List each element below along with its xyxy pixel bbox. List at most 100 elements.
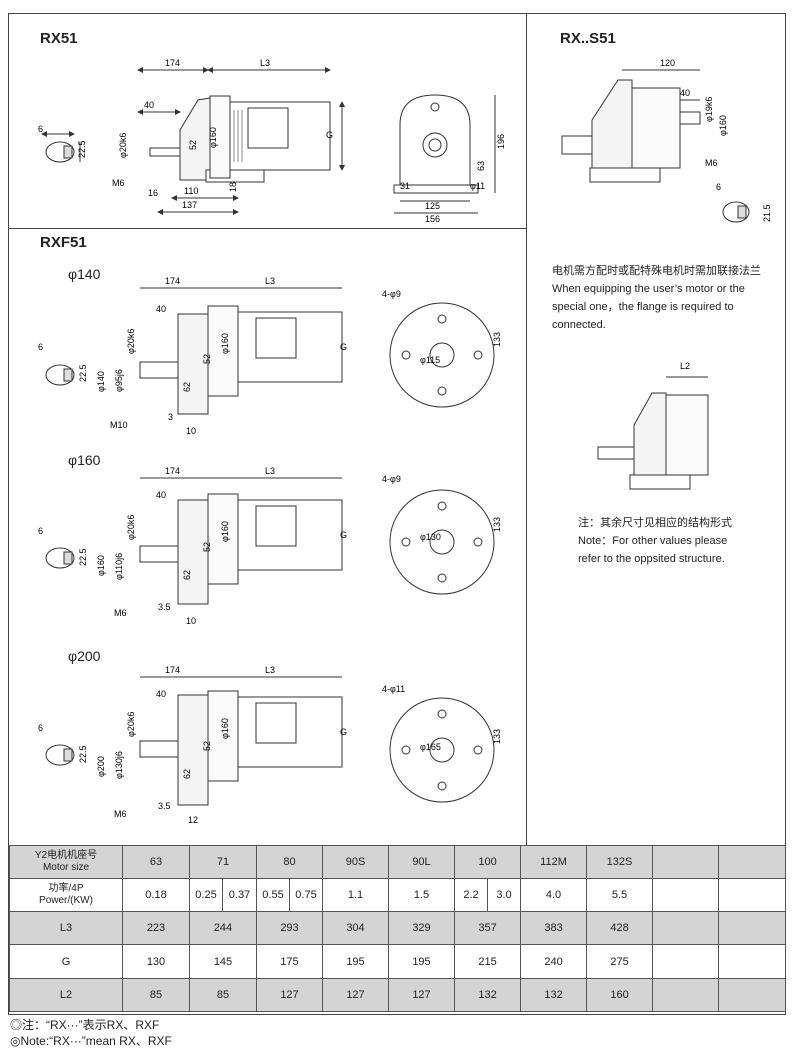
svg-text:174: 174 (165, 665, 180, 675)
svg-text:52: 52 (202, 354, 212, 364)
dim-160: φ160 (208, 127, 218, 148)
svg-text:L3: L3 (265, 665, 275, 675)
svg-text:12: 12 (188, 815, 198, 825)
svg-text:62: 62 (182, 769, 192, 779)
dim-137: 137 (182, 200, 197, 210)
dim-18: 18 (228, 182, 238, 192)
svg-text:133: 133 (492, 729, 502, 744)
dim-40: 40 (680, 88, 690, 98)
flange-size-140: φ140 (68, 266, 101, 282)
svg-text:L3: L3 (265, 466, 275, 476)
svg-text:4-φ11: 4-φ11 (382, 684, 405, 694)
svg-text:133: 133 (492, 332, 502, 347)
dim-110: 110 (184, 186, 198, 196)
svg-text:40: 40 (156, 689, 166, 699)
footnote-en: ◎Note:“RX···”mean RX、RXF (10, 1034, 172, 1048)
svg-text:52: 52 (202, 741, 212, 751)
rxf51-200-front: 6 22.5 174 L3 40 φ20k6 φ200 φ130j6 52 φ1… (38, 665, 347, 825)
svg-text:3: 3 (168, 412, 173, 422)
svg-text:G: G (340, 342, 347, 352)
svg-text:φ20k6: φ20k6 (126, 712, 136, 737)
svg-text:62: 62 (182, 382, 192, 392)
key-height: 21.5 (762, 204, 772, 222)
vertical-divider (526, 13, 527, 845)
dim-L2: L2 (680, 361, 690, 371)
rxf51-140-flange: 4-φ9 133 φ115 (382, 289, 502, 408)
gearbox-housing (179, 97, 211, 181)
svg-text:4-φ9: 4-φ9 (382, 474, 401, 484)
key-height-label: 22.5 (77, 140, 87, 158)
svg-text:40: 40 (156, 490, 166, 500)
svg-text:174: 174 (165, 276, 180, 286)
section-title-rxf51: RXF51 (40, 234, 87, 251)
svg-text:62: 62 (182, 570, 192, 580)
flange-note-cn: 电机需方配时或配特殊电机时需加联接法兰 (552, 265, 761, 277)
svg-text:φ20k6: φ20k6 (126, 329, 136, 354)
svg-text:φ160: φ160 (220, 333, 230, 354)
dim-196: 196 (496, 134, 506, 149)
svg-text:3.5: 3.5 (158, 801, 171, 811)
horizontal-divider-rx51 (8, 228, 527, 229)
dim-shaft: φ20k6 (118, 133, 128, 158)
section-title-rx51: RX51 (40, 30, 78, 47)
svg-text:φ140: φ140 (96, 371, 106, 392)
svg-text:M10: M10 (110, 420, 128, 430)
dim-160: φ160 (718, 115, 728, 136)
svg-text:52: 52 (202, 542, 212, 552)
dim-125: 125 (425, 201, 440, 211)
terminal-box (247, 107, 289, 149)
svg-text:40: 40 (156, 304, 166, 314)
l2-view: L2 (597, 361, 709, 490)
other-note-en-2: refer to the oppsited structure. (578, 553, 725, 565)
svg-text:133: 133 (492, 517, 502, 532)
dim-174: 174 (165, 58, 180, 68)
rx51-front-view: 6 22.5 174 L3 40 φ20k6 52 φ160 G 110 137… (38, 58, 345, 215)
svg-text:φ165: φ165 (420, 742, 441, 752)
svg-text:M6: M6 (114, 809, 127, 819)
thread-M6: M6 (112, 178, 125, 188)
svg-text:φ160: φ160 (96, 555, 106, 576)
output-shaft (149, 147, 181, 157)
flange-size-160: φ160 (68, 452, 101, 468)
thread-M6: M6 (705, 158, 718, 168)
rxs51-view: 120 40 φ19k6 φ160 M6 6 21.5 (561, 58, 772, 223)
svg-text:174: 174 (165, 466, 180, 476)
flange-note-en-3: connected. (552, 319, 606, 331)
svg-text:22.5: 22.5 (78, 364, 88, 382)
other-note-cn: 注：其余尺寸见相应的结构形式 (578, 517, 732, 529)
dim-G: G (326, 130, 333, 140)
dim-31: 31 (400, 181, 410, 191)
svg-text:φ95j6: φ95j6 (114, 369, 124, 392)
flange-note-en-1: When equipping the user’s motor or the (552, 283, 745, 295)
svg-text:φ130: φ130 (420, 532, 441, 542)
svg-text:G: G (340, 727, 347, 737)
svg-text:6: 6 (38, 342, 43, 352)
svg-text:φ130j6: φ130j6 (114, 751, 124, 779)
key-width-label: 6 (38, 124, 43, 134)
dim-19k6: φ19k6 (704, 97, 714, 122)
rxs-shaft (561, 135, 593, 155)
rxf51-140-front: 6 22.5 174 L3 40 φ20k6 φ140 φ95j6 52 φ16… (38, 276, 347, 436)
key-width: 6 (716, 182, 721, 192)
table-row-L3: L3 223 244 293 304 329 357 383 428 (9, 911, 787, 945)
rx51-side-view: 196 63 31 φ11 125 156 (393, 94, 506, 224)
dim-16: 16 (148, 188, 158, 198)
dim-156: 156 (425, 214, 440, 224)
dim-63: 63 (476, 161, 486, 171)
other-note-en-1: Note：For other values please (578, 535, 728, 547)
side-foot (393, 184, 479, 194)
section-title-rxs51: RX..S51 (560, 30, 616, 47)
svg-text:L3: L3 (265, 276, 275, 286)
svg-text:φ20k6: φ20k6 (126, 515, 136, 540)
svg-text:φ200: φ200 (96, 756, 106, 777)
flange-note-en-2: special one，the flange is required to (552, 301, 734, 313)
svg-text:10: 10 (186, 426, 196, 436)
svg-text:6: 6 (38, 723, 43, 733)
key-detail: 6 22.5 (38, 124, 87, 163)
svg-text:φ160: φ160 (220, 521, 230, 542)
svg-text:6: 6 (38, 526, 43, 536)
